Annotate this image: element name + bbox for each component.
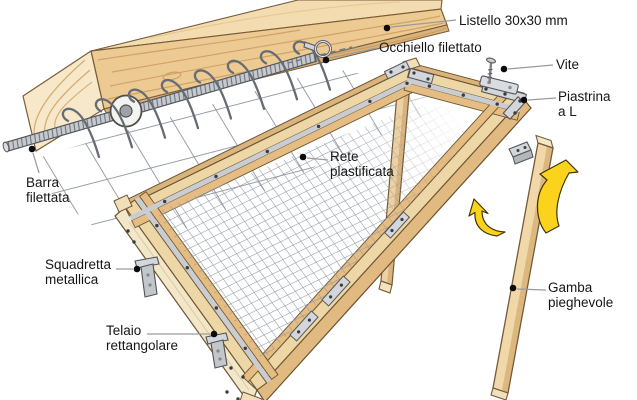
label-occhiello: Occhiello filettato (379, 40, 482, 55)
beam-end-grain (22, 50, 105, 152)
label-vite: Vite (556, 57, 580, 72)
leader-lines (32, 19, 557, 335)
leg-hinge-bracket (508, 141, 534, 165)
label-listello: Listello 30x30 mm (459, 13, 568, 28)
screw-icon (485, 57, 497, 84)
metal-channel (129, 76, 521, 383)
rail-plates (289, 211, 411, 342)
wire-hooks (61, 40, 332, 159)
bracket-left (134, 256, 160, 298)
bracket-bottom (205, 332, 229, 369)
leader-dots (28, 24, 528, 338)
rotation-arrow-small-icon (468, 198, 506, 237)
corner-plates (113, 57, 435, 400)
eyelet-icon (287, 40, 358, 64)
washer-eyelet (109, 94, 143, 128)
rotation-arrow-large-icon (536, 159, 579, 234)
threaded-bar (2, 46, 353, 153)
